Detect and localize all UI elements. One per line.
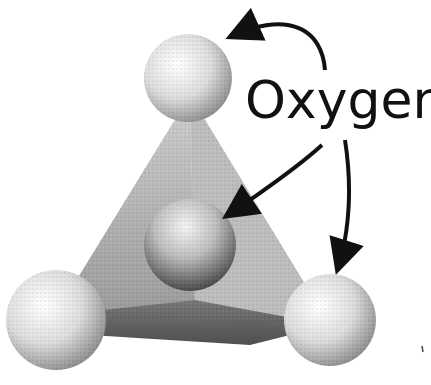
oxygen-atom-top [144, 34, 232, 122]
oxygen-label: Oxygen [245, 71, 431, 131]
arrow-to-top-oxygen [232, 24, 325, 70]
arrow-to-central-oxygen [228, 145, 322, 215]
oxygen-atom-bottom-left [6, 270, 106, 370]
central-atom [144, 199, 236, 291]
edge-mark [422, 346, 423, 352]
arrow-to-bottom-right-oxygen [338, 140, 349, 268]
oxygen-atom-bottom-right [284, 274, 376, 366]
